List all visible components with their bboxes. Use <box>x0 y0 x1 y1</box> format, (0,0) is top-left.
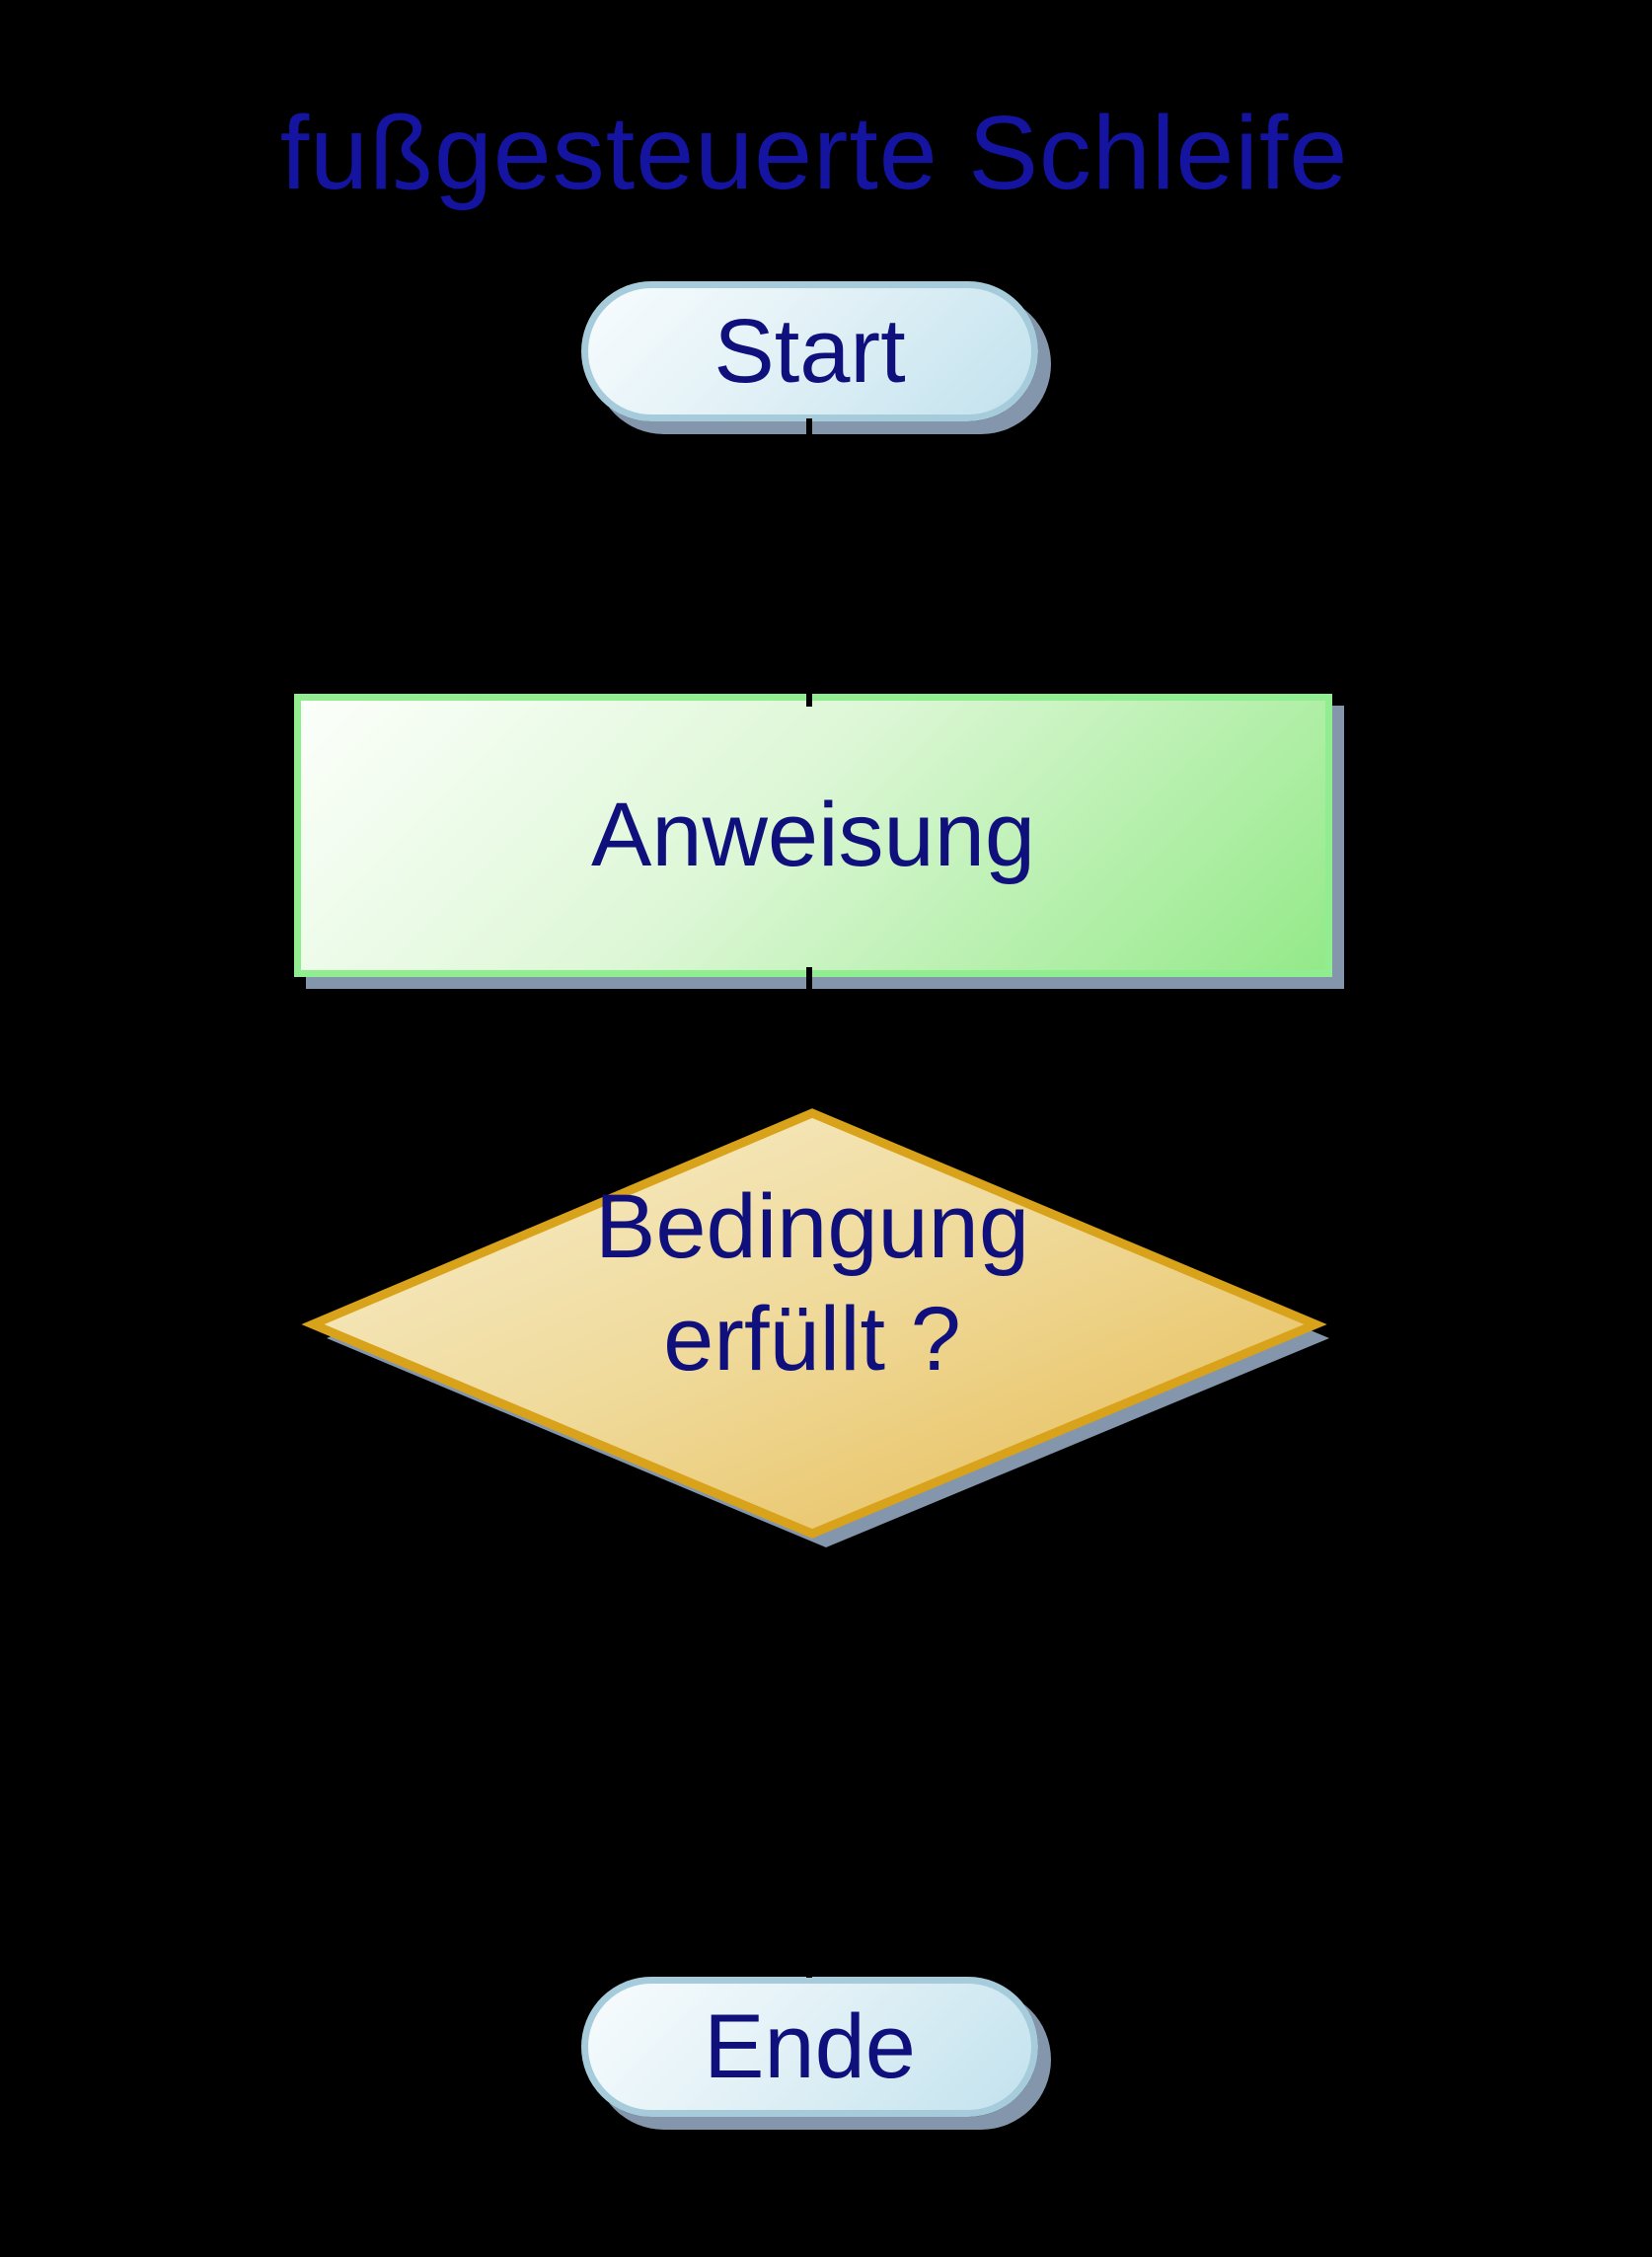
process-node-label: Anweisung <box>590 785 1036 885</box>
connector-process-to-decision <box>806 967 812 1117</box>
decision-node-shape <box>301 1108 1329 1547</box>
diagram-title: fußgesteuerte Schleife <box>279 95 1349 211</box>
start-node-label: Start <box>713 300 906 402</box>
connector-decision-to-end <box>806 1528 812 1978</box>
end-node-label: Ende <box>704 1995 916 2097</box>
decision-node-label: Bedingung erfüllt ? <box>299 1170 1325 1395</box>
start-node: Start <box>581 281 1038 421</box>
process-node: Anweisung <box>294 694 1332 977</box>
end-node: Ende <box>581 1977 1038 2117</box>
decision-label-line1: Bedingung <box>595 1176 1029 1277</box>
decision-node-diamond <box>301 1108 1327 1539</box>
connector-start-to-process <box>806 418 812 707</box>
decision-label-line2: erfüllt ? <box>663 1289 961 1390</box>
